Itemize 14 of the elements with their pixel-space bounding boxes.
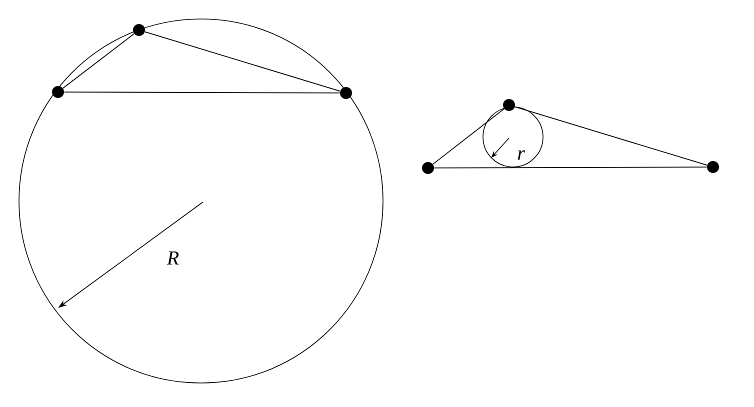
- vertex-dot: [52, 86, 64, 98]
- triangle-side: [434, 166, 708, 168]
- vertex-dot: [707, 161, 719, 173]
- radius-label: R: [166, 251, 179, 265]
- triangle-side: [144, 31, 341, 92]
- vertex-dot: [133, 24, 145, 36]
- vertex-dot: [340, 87, 352, 99]
- triangle-side: [432, 108, 505, 165]
- triangle-side: [514, 106, 708, 166]
- vertex-dot: [422, 162, 434, 174]
- radius-label: r: [518, 150, 525, 160]
- vertex-dot: [503, 99, 515, 111]
- triangle-side: [64, 92, 340, 94]
- triangle-side: [62, 33, 135, 89]
